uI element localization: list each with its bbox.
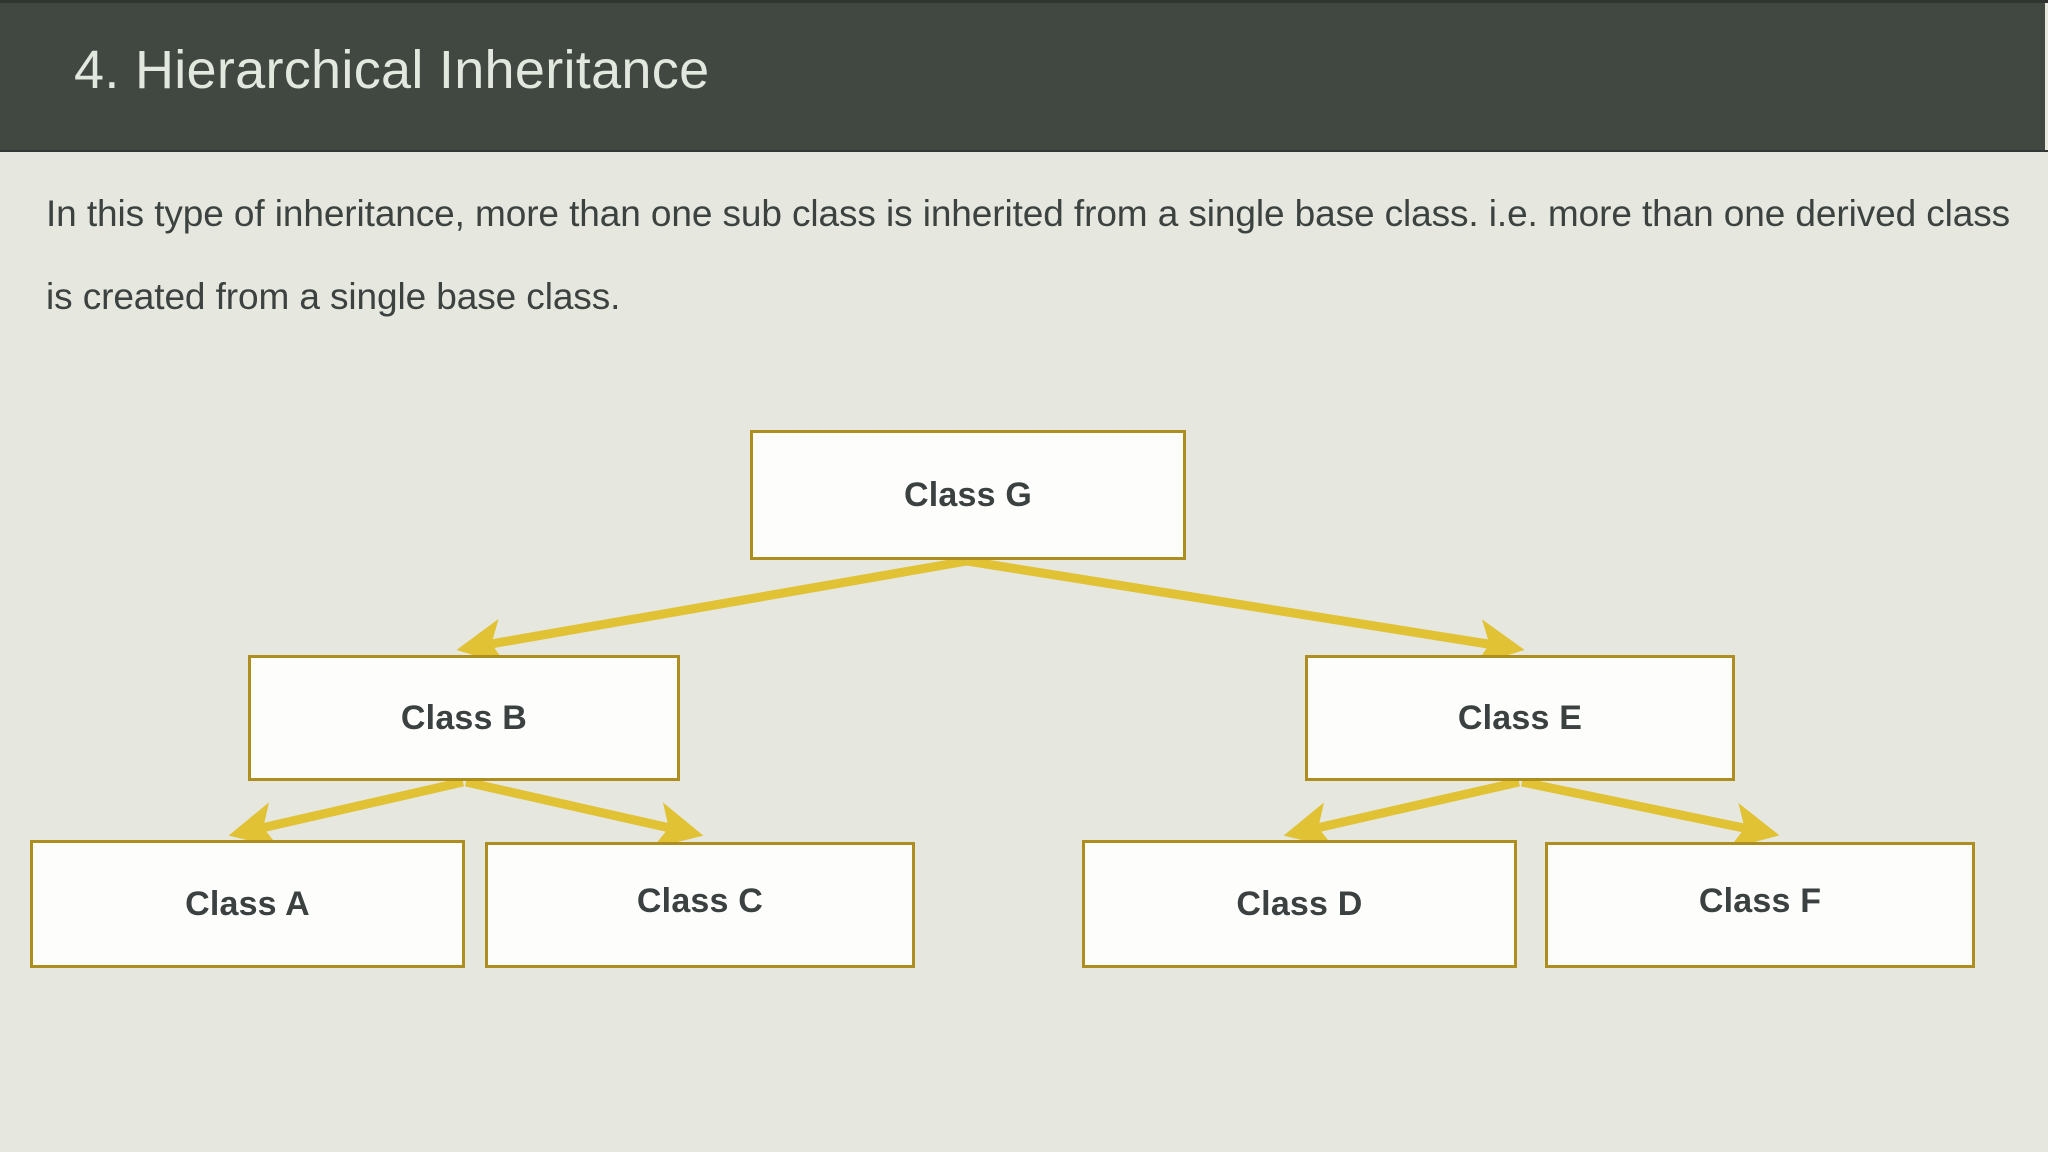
edge-b-to-a	[228, 777, 465, 848]
class-node-label: Class G	[903, 475, 1033, 514]
edge-b-to-c	[465, 777, 704, 849]
edge-g-to-e	[966, 556, 1525, 666]
class-node-label: Class C	[636, 881, 764, 920]
class-node-a[interactable]: Class A	[30, 840, 465, 968]
class-node-label: Class B	[400, 698, 528, 737]
class-node-d[interactable]: Class D	[1082, 840, 1517, 968]
class-node-e[interactable]: Class E	[1305, 655, 1735, 781]
intro-paragraph: In this type of inheritance, more than o…	[46, 193, 2011, 317]
class-node-label: Class D	[1236, 884, 1363, 923]
edge-e-to-d	[1283, 777, 1520, 849]
class-node-label: Class F	[1698, 881, 1822, 920]
page-title: 4. Hierarchical Inheritance	[74, 40, 710, 100]
class-node-g[interactable]: Class G	[750, 430, 1186, 560]
edge-e-to-f	[1521, 777, 1780, 849]
slide-title-bar: 4. Hierarchical Inheritance	[0, 0, 2048, 152]
edge-g-to-b	[456, 556, 968, 666]
class-node-b[interactable]: Class B	[248, 655, 680, 781]
class-node-c[interactable]: Class C	[485, 842, 915, 968]
class-node-label: Class E	[1457, 698, 1583, 737]
class-node-label: Class A	[185, 884, 310, 923]
class-node-f[interactable]: Class F	[1545, 842, 1975, 968]
